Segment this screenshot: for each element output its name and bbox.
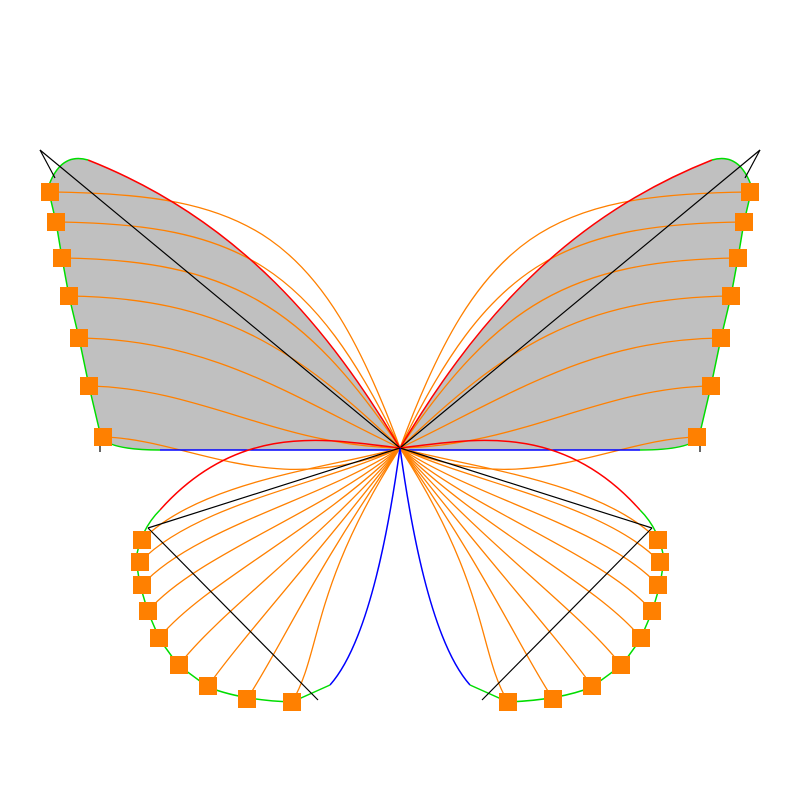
lower-wing-control-handle[interactable]: [199, 677, 217, 695]
upper-wing-vein: [399, 257, 739, 449]
lower-wing: [399, 439, 669, 711]
lower-wing-control-handle[interactable]: [649, 531, 667, 549]
lower-wing-vein: [399, 447, 509, 703]
upper-wing-control-handle[interactable]: [729, 249, 747, 267]
upper-wing-vein: [61, 257, 401, 449]
lower-wing-vein: [246, 447, 401, 700]
upper-wing-control-handle[interactable]: [702, 377, 720, 395]
upper-wing-leading-edge: [399, 159, 713, 449]
upper-wing-control-handle[interactable]: [94, 428, 112, 446]
lower-wing-vein: [147, 447, 401, 612]
lower-wing-vein: [399, 447, 661, 563]
upper-wing-fill: [48, 158, 400, 450]
upper-wing-control-handle[interactable]: [741, 183, 759, 201]
upper-wing-control-handle[interactable]: [688, 428, 706, 446]
lower-wing-trailing-edge: [399, 447, 471, 686]
lower-wing-control-line: [399, 447, 653, 529]
upper-wing-control-line: [744, 149, 761, 179]
lower-wing-vein: [141, 447, 401, 541]
lower-wing-control-handle[interactable]: [632, 629, 650, 647]
upper-wing-tip-edge: [47, 157, 161, 451]
upper-wing-vein: [68, 295, 401, 449]
left-wings: [39, 149, 401, 711]
lower-wing-control-handle[interactable]: [499, 693, 517, 711]
lower-wing-control-handle[interactable]: [651, 553, 669, 571]
lower-wing-control-handle[interactable]: [544, 690, 562, 708]
lower-wing-veins: [399, 447, 661, 703]
lower-wing-control-line: [147, 447, 401, 529]
lower-wing-control-handle[interactable]: [283, 693, 301, 711]
lower-wing-vein: [178, 447, 401, 666]
lower-wing-vein: [139, 447, 401, 563]
lower-wing-vein: [399, 447, 653, 612]
upper-wing-vein: [399, 337, 722, 449]
upper-wing-control-handle[interactable]: [735, 213, 753, 231]
lower-wing-control-handle[interactable]: [643, 602, 661, 620]
upper-wing-control-handle[interactable]: [60, 287, 78, 305]
lower-wing-vein: [399, 447, 622, 666]
lower-wing-vein: [399, 447, 554, 700]
lower-wing-control-line: [147, 527, 319, 701]
lower-wing-control-handle[interactable]: [139, 602, 157, 620]
upper-wing-control-handle[interactable]: [53, 249, 71, 267]
lower-wing-control-handle[interactable]: [150, 629, 168, 647]
lower-wing-control-handle[interactable]: [238, 690, 256, 708]
lower-wing-control-line: [481, 527, 653, 701]
lower-wing: [131, 439, 401, 711]
lower-wing-control-handle[interactable]: [612, 656, 630, 674]
lower-wing-control-handle[interactable]: [133, 576, 151, 594]
lower-wing-vein: [207, 447, 401, 687]
lower-wing-control-handle[interactable]: [133, 531, 151, 549]
lower-wing-vein: [399, 447, 659, 586]
upper-wing-control-handle[interactable]: [722, 287, 740, 305]
upper-wing-vein: [399, 385, 712, 449]
upper-wing-vein: [55, 221, 401, 449]
lower-wing-control-handle[interactable]: [131, 553, 149, 571]
upper-wing-fill: [400, 158, 752, 450]
lower-wing-vein: [291, 447, 401, 703]
lower-wing-vein: [141, 447, 401, 586]
upper-wing-control-handle[interactable]: [70, 329, 88, 347]
lower-wing-vein: [399, 447, 642, 639]
upper-wing-control-handle[interactable]: [47, 213, 65, 231]
upper-wing-vein: [49, 191, 401, 449]
lower-wing-vein: [158, 447, 401, 639]
upper-wing-leading-edge: [87, 159, 401, 449]
upper-wing-vein: [88, 385, 401, 449]
lower-wing-leading-edge: [159, 439, 401, 511]
lower-wing-veins: [139, 447, 401, 703]
lower-wing-control-handle[interactable]: [170, 656, 188, 674]
right-wings: [399, 149, 761, 711]
upper-wing-tip-edge: [639, 157, 753, 451]
upper-wing-control-line: [39, 149, 401, 449]
lower-wing-trailing-edge: [329, 447, 401, 686]
lower-wing-vein: [399, 447, 659, 541]
upper-wing-vein: [399, 221, 745, 449]
upper-wing-vein: [78, 337, 401, 449]
lower-wing-control-handle[interactable]: [583, 677, 601, 695]
upper-wing: [399, 149, 761, 470]
lower-wing-leading-edge: [399, 439, 641, 511]
upper-wing-control-handle[interactable]: [80, 377, 98, 395]
upper-wing-control-handle[interactable]: [712, 329, 730, 347]
lower-wing-control-handle[interactable]: [649, 576, 667, 594]
upper-wing: [39, 149, 401, 470]
upper-wing-control-line: [399, 149, 761, 449]
upper-wing-control-line: [39, 149, 56, 179]
upper-wing-vein: [399, 191, 751, 449]
upper-wing-control-handle[interactable]: [41, 183, 59, 201]
lower-wing-vein: [399, 447, 593, 687]
upper-wing-vein: [399, 295, 732, 449]
